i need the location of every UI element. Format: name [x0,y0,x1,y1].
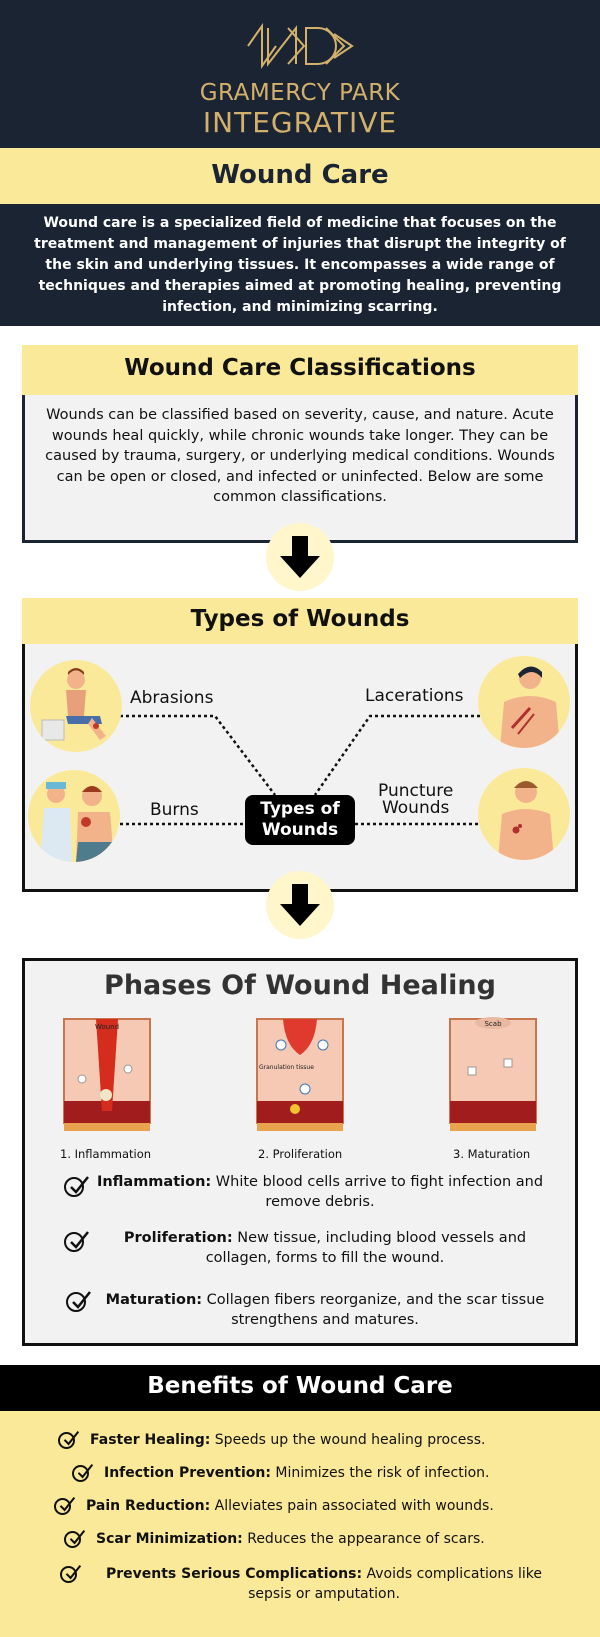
brand-name-line2: INTEGRATIVE [202,106,398,139]
benefits-title-band [0,1365,600,1411]
check-circle-icon [64,1231,89,1252]
down-arrow-icon [266,871,334,939]
label-wound: Wound [95,1023,119,1031]
center-badge-line2: Wounds [261,820,339,840]
abrasions-illustration [30,660,122,752]
classifications-title: Wound Care Classifications [124,355,476,381]
benefit-item-scar-minimization: Scar Minimization: Reduces the appearanc… [96,1529,485,1549]
label-lacerations: Lacerations [365,686,464,706]
check-circle-icon [66,1291,91,1312]
phase-text: White blood cells arrive to fight infect… [211,1174,544,1210]
benefit-item-infection-prevention: Infection Prevention: Minimizes the risk… [104,1463,490,1483]
connector-lines [120,714,480,826]
label-puncture-line2: Wounds [381,798,450,818]
benefit-item-prevents-complications: Prevents Serious Complications: Avoids c… [94,1564,554,1604]
benefit-item-faster-healing: Faster Healing: Speeds up the wound heal… [90,1430,485,1450]
phase-item-inflammation: Inflammation: White blood cells arrive t… [85,1172,555,1212]
benefits-title: Benefits of Wound Care [147,1373,453,1399]
benefit-text: Minimizes the risk of infection. [270,1465,490,1481]
wound-care-intro: Wound care is a specialized field of med… [0,204,600,326]
wound-care-title-band [0,148,600,204]
benefit-term: Faster Healing: [90,1432,211,1448]
types-title-band [22,598,578,644]
phase-item-proliferation: Proliferation: New tissue, including blo… [95,1228,555,1268]
benefit-term: Prevents Serious Complications: [105,1566,363,1582]
check-circle-icon [64,1176,89,1197]
benefits-panel [0,1411,600,1637]
phase-text: Collagen fibers reorganize, and the scar… [202,1292,545,1328]
check-circle-icon [64,1529,86,1548]
phases-title: Phases Of Wound Healing [104,970,496,1001]
phase-text: New tissue, including blood vessels and … [205,1230,527,1266]
label-scab: Scab [484,1020,502,1028]
check-circle-icon [54,1496,76,1515]
label-puncture-wounds: Puncture Wounds [378,783,453,817]
benefit-text: Avoids complications like sepsis or ampu… [248,1566,543,1602]
label-puncture-line1: Puncture [378,781,454,801]
puncture-wounds-illustration [478,768,570,860]
benefit-term: Infection Prevention: [104,1465,271,1481]
types-center-badge: Types of Wounds [245,795,355,845]
phase-term: Maturation: [105,1292,203,1308]
benefit-text: Reduces the appearance of scars. [242,1531,485,1547]
benefit-item-pain-reduction: Pain Reduction: Alleviates pain associat… [86,1496,494,1516]
phase-term: Inflammation: [96,1174,212,1190]
header: GRAMERCY PARK INTEGRATIVE [0,0,600,148]
center-badge-line1: Types of [260,799,340,819]
phase-term: Proliferation: [123,1230,233,1246]
label-granulation-tissue: Granulation tissue [259,1064,314,1071]
caption-maturation: 3. Maturation [453,1147,531,1161]
lacerations-illustration [478,656,570,748]
benefit-term: Scar Minimization: [96,1531,243,1547]
inflammation-diagram: Wound [63,1018,151,1131]
benefit-text: Speeds up the wound healing process. [210,1432,486,1448]
label-burns: Burns [150,800,199,820]
caption-inflammation: 1. Inflammation [60,1147,152,1161]
wound-care-title: Wound Care [211,160,389,190]
label-abrasions: Abrasions [130,688,214,708]
benefit-text: Alleviates pain associated with wounds. [210,1498,494,1514]
check-circle-icon [60,1564,82,1583]
types-title: Types of Wounds [190,606,410,632]
burns-illustration [28,770,120,862]
maturation-diagram: Scab [449,1017,537,1131]
caption-proliferation: 2. Proliferation [258,1147,343,1161]
check-circle-icon [72,1463,94,1482]
benefit-term: Pain Reduction: [86,1498,211,1514]
check-circle-icon [58,1430,80,1449]
down-arrow-icon [266,523,334,591]
classifications-body: Wounds can be classified based on severi… [22,395,578,543]
classifications-title-band [22,345,578,395]
logo-monogram-icon [247,22,354,70]
proliferation-diagram: Granulation tissue [256,1018,344,1131]
brand-name-line1: GRAMERCY PARK [199,80,401,106]
phase-item-maturation: Maturation: Collagen fibers reorganize, … [95,1290,555,1330]
